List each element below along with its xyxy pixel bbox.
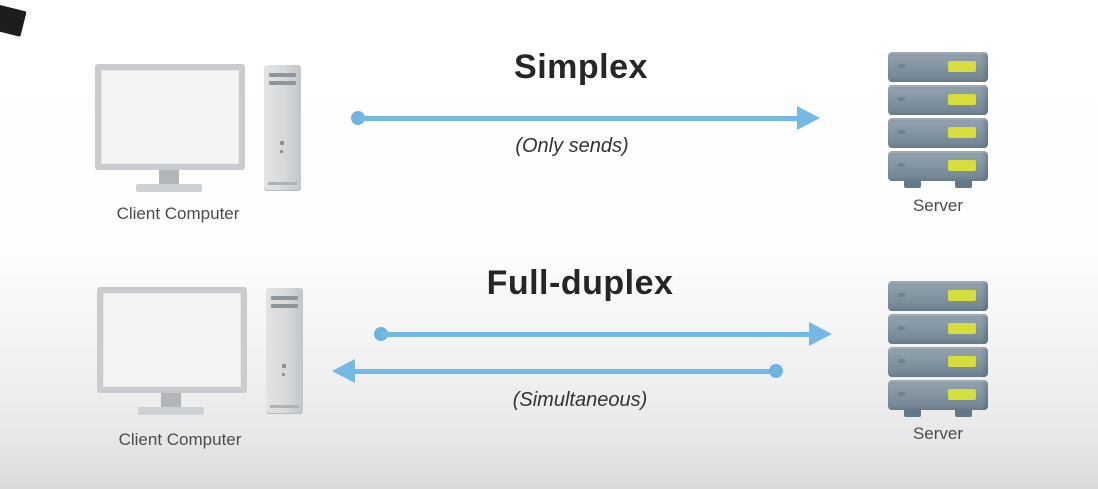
client-label: Client Computer [118,430,242,449]
monitor-base [136,184,202,192]
tower-button [280,150,283,153]
server-rack-icon [888,281,988,418]
server-unit [888,380,988,410]
server-label: Server [912,424,964,443]
server-led [948,290,976,301]
arrow-head-right-icon [797,106,820,130]
tower-base-line [268,182,297,185]
tower-base-line [270,405,299,408]
server-feet [888,410,988,418]
server-vent [898,64,905,68]
server-label: Server [912,196,964,215]
tower-drive-slot [269,81,296,85]
server-unit [888,52,988,82]
monitor-stand [161,393,181,408]
server-unit [888,118,988,148]
row2-title: Full-duplex [486,264,674,302]
tower-icon [264,65,301,191]
server-unit [888,347,988,377]
monitor-base [138,407,204,415]
client-label: Client Computer [116,204,240,223]
row1-subtitle: (Only sends) [515,135,629,157]
tower-button [282,364,286,368]
server-led [948,127,976,138]
arrow-line-left [354,369,776,374]
server-vent [898,97,905,101]
monitor-icon [97,287,247,393]
tower-icon [266,288,303,414]
server-led [948,94,976,105]
server-feet [888,181,988,189]
arrow-line-right [358,116,800,121]
server-unit [888,314,988,344]
corner-artifact [0,3,27,37]
row1-title: Simplex [514,48,648,86]
monitor-stand [159,170,179,185]
server-led [948,160,976,171]
arrow-head-right-icon [809,322,832,346]
server-unit [888,281,988,311]
server-rack-icon [888,52,988,189]
arrow-line-right [381,332,811,337]
server-led [948,61,976,72]
server-led [948,356,976,367]
tower-drive-slot [271,296,298,300]
tower-button [280,141,284,145]
monitor-icon [95,64,245,170]
arrow-head-left-icon [332,359,355,383]
row2-subtitle: (Simultaneous) [512,389,648,411]
server-unit [888,151,988,181]
tower-button [282,373,285,376]
server-vent [898,326,905,330]
server-vent [898,163,905,167]
tower-drive-slot [269,73,296,77]
tower-drive-slot [271,304,298,308]
server-vent [898,392,905,396]
server-led [948,323,976,334]
server-vent [898,130,905,134]
client-computer-icon [95,64,305,196]
server-led [948,389,976,400]
server-unit [888,85,988,115]
server-vent [898,293,905,297]
arrow-start-dot [769,364,783,378]
server-vent [898,359,905,363]
client-computer-icon [97,287,307,419]
